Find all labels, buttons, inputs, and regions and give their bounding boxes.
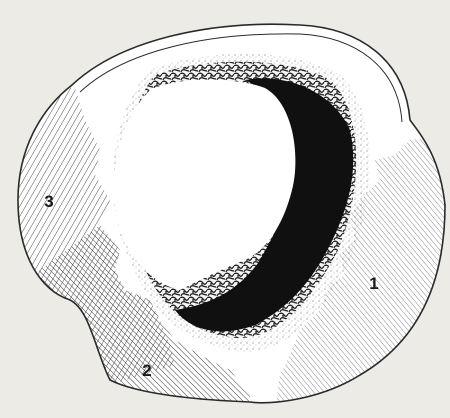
region-label-2: 2 [142, 361, 151, 380]
region-label-3: 3 [44, 192, 53, 211]
region-label-1: 1 [369, 274, 378, 293]
